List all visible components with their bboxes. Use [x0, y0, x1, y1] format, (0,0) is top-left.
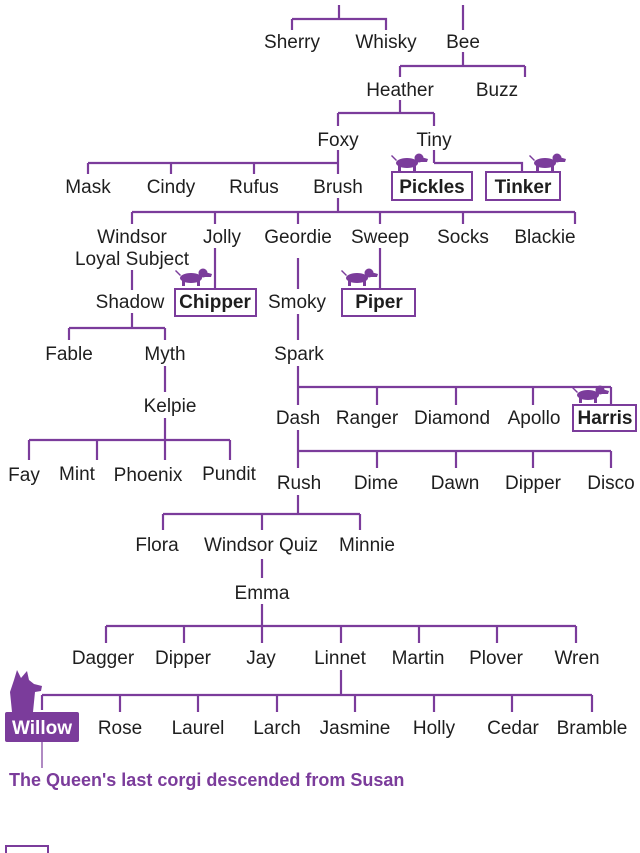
name-sherry: Sherry: [264, 32, 320, 53]
name-holly: Holly: [413, 718, 456, 739]
name-jasmine: Jasmine: [320, 718, 391, 739]
name-blackie: Blackie: [514, 227, 575, 248]
name-dime: Dime: [354, 473, 398, 494]
name-piper: Piper: [355, 292, 403, 313]
name-tiny: Tiny: [416, 130, 452, 151]
name-windsor: Windsor: [97, 227, 167, 248]
name-smoky: Smoky: [268, 292, 327, 313]
name-jay: Jay: [246, 648, 276, 669]
dachshund-icon: [175, 268, 212, 286]
name-bee: Bee: [446, 32, 480, 53]
name-chipper: Chipper: [179, 292, 251, 313]
dachshund-icon: [529, 153, 566, 171]
name-dipper-2: Dipper: [155, 648, 212, 669]
name-dipper-1: Dipper: [505, 473, 562, 494]
tinker-box: [485, 171, 561, 201]
name-phoenix: Phoenix: [114, 465, 183, 486]
corgi-icon: [10, 670, 42, 712]
name-fay: Fay: [8, 465, 40, 486]
tree-connectors: [27, 5, 613, 768]
willow-badge: [5, 712, 79, 742]
name-tinker: Tinker: [495, 177, 552, 198]
name-socks: Socks: [437, 227, 489, 248]
name-pundit: Pundit: [202, 464, 257, 485]
dachshund-icon: [572, 385, 609, 403]
name-ranger: Ranger: [336, 408, 399, 429]
name-rufus: Rufus: [229, 177, 279, 198]
name-sweep: Sweep: [351, 227, 409, 248]
name-foxy: Foxy: [317, 130, 359, 151]
name-fable: Fable: [45, 344, 93, 365]
name-mask: Mask: [65, 177, 111, 198]
name-emma: Emma: [235, 583, 290, 604]
name-willow: Willow: [12, 718, 72, 739]
name-spark: Spark: [274, 344, 324, 365]
name-flora: Flora: [135, 535, 179, 556]
name-rose: Rose: [98, 718, 142, 739]
piper-box: [341, 288, 416, 317]
name-cedar: Cedar: [487, 718, 539, 739]
name-brush: Brush: [313, 177, 363, 198]
name-larch: Larch: [253, 718, 301, 739]
highlight-boxes: [174, 171, 637, 432]
name-harris: Harris: [578, 408, 633, 429]
caption: The Queen's last corgi descended from Su…: [9, 770, 405, 790]
name-pickles: Pickles: [399, 177, 465, 198]
name-wren: Wren: [554, 648, 599, 669]
name-linnet: Linnet: [314, 648, 366, 669]
name-kelpie: Kelpie: [144, 396, 197, 417]
name-laurel: Laurel: [172, 718, 225, 739]
name-rush: Rush: [277, 473, 321, 494]
name-heather: Heather: [366, 80, 434, 101]
name-myth: Myth: [144, 344, 185, 365]
name-geordie: Geordie: [264, 227, 332, 248]
name-dawn: Dawn: [431, 473, 480, 494]
name-mint: Mint: [59, 464, 96, 485]
name-windsor-quiz: Windsor Quiz: [204, 535, 318, 556]
name-plover: Plover: [469, 648, 524, 669]
legend-box-fragment: [5, 845, 49, 853]
name-martin: Martin: [392, 648, 445, 669]
name-dash: Dash: [276, 408, 320, 429]
name-diamond: Diamond: [414, 408, 490, 429]
name-buzz: Buzz: [476, 80, 518, 101]
name-bramble: Bramble: [557, 718, 628, 739]
name-whisky: Whisky: [355, 32, 417, 53]
name-cindy: Cindy: [147, 177, 196, 198]
dachshund-icon: [341, 268, 378, 286]
pickles-box: [391, 171, 473, 201]
chipper-box: [174, 288, 257, 317]
dachshund-icon: [391, 153, 428, 171]
name-apollo: Apollo: [508, 408, 561, 429]
name-disco: Disco: [587, 473, 635, 494]
name-loyal-subject: Loyal Subject: [75, 249, 190, 270]
name-minnie: Minnie: [339, 535, 395, 556]
harris-box: [572, 404, 637, 432]
name-shadow: Shadow: [96, 292, 165, 313]
name-dagger: Dagger: [72, 648, 135, 669]
name-jolly: Jolly: [203, 227, 242, 248]
